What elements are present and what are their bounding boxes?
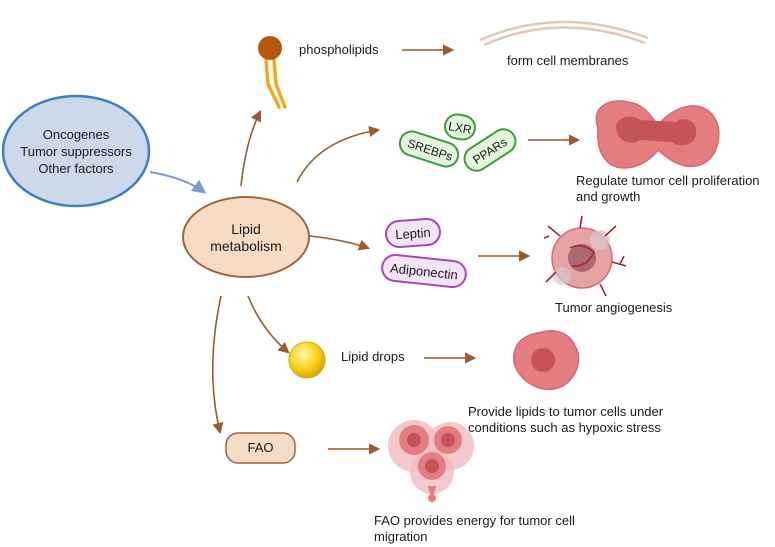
provide-lipids-label-line2: conditions such as hypoxic stress (468, 420, 661, 435)
pill-leptin (385, 218, 441, 248)
proliferation-label-line2: and growth (576, 189, 641, 204)
lipid-droplet-icon (288, 341, 326, 379)
regulator-tumor-suppressors-label: Tumor suppressors (20, 144, 132, 159)
phospholipid-icon (258, 36, 287, 109)
fao-energy-label-line2: migration (374, 529, 428, 544)
pill-adiponectin (381, 253, 467, 289)
angiogenesis-icon (543, 215, 627, 297)
fao-label: FAO (247, 440, 274, 455)
dividing-cell-icon (595, 100, 720, 169)
regulator-oncogenes-label: Oncogenes (42, 127, 110, 142)
pill-srebps (398, 130, 460, 168)
pill-lxr (444, 113, 476, 141)
form-cell-membranes-label: form cell membranes (507, 53, 629, 68)
tumor-cell-icon (513, 330, 580, 391)
lipid-metabolism-label-line1: Lipid (231, 221, 261, 237)
tumor-angiogenesis-label: Tumor angiogenesis (555, 300, 673, 315)
pill-pparps (463, 128, 517, 172)
proliferation-label-line1: Regulate tumor cell proliferation (576, 173, 760, 188)
provide-lipids-label-line1: Provide lipids to tumor cells under (468, 404, 664, 419)
regulators-node (1, 94, 151, 208)
lipid-metabolism-node (182, 196, 310, 278)
regulator-other-factors-label: Other factors (38, 161, 114, 176)
arrow-to-adipokines (309, 235, 371, 251)
regulators-arrow (149, 171, 207, 194)
adipokine-pills (381, 218, 467, 289)
arrow-to-lipid-drops (247, 295, 290, 354)
lipid-metabolism-label-line2: metabolism (210, 238, 282, 254)
receptor-pills (398, 113, 517, 172)
phospholipids-label: phospholipids (299, 42, 379, 57)
arrow-to-receptors (296, 125, 381, 183)
cell-membrane-icon (479, 20, 649, 47)
fao-node (225, 432, 296, 464)
arrow-to-phospholipids (240, 109, 262, 187)
migrating-cells-icon (388, 420, 474, 502)
arrow-to-fao (211, 295, 224, 435)
fao-energy-label-line1: FAO provides energy for tumor cell (374, 513, 575, 528)
lipid-drops-label: Lipid drops (341, 349, 405, 364)
